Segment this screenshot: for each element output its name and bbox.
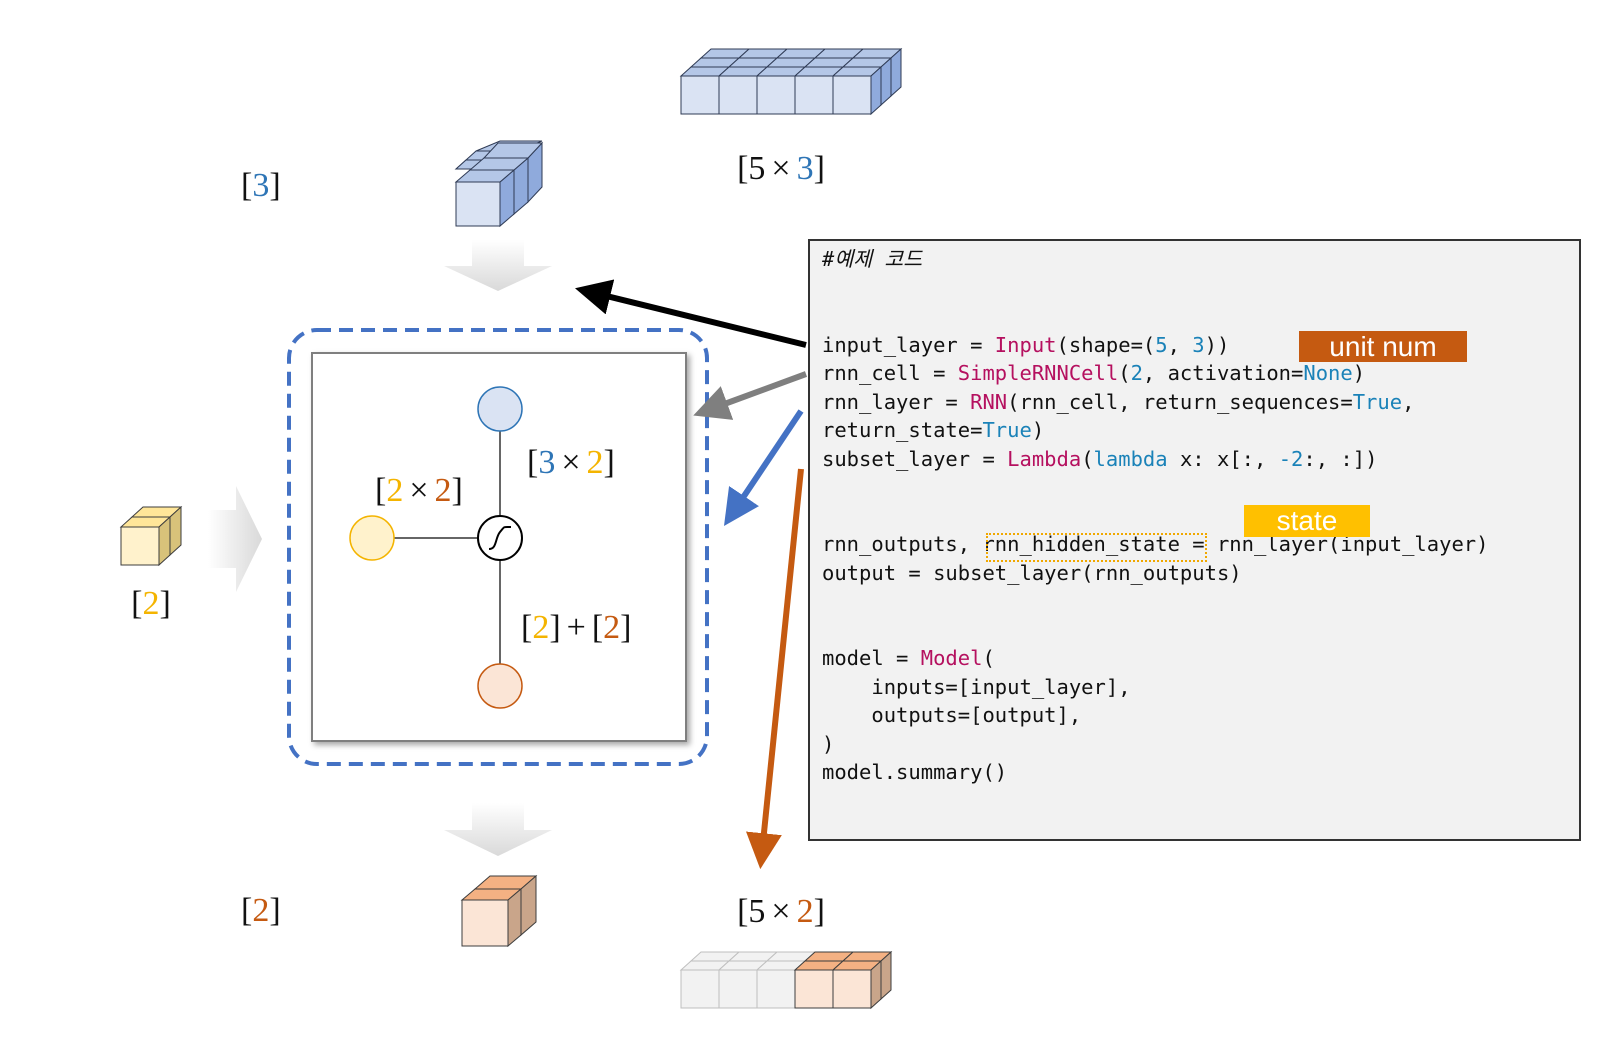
weight-input-label: [3×2] bbox=[527, 444, 615, 481]
code-panel: #예제 코드 input_layer = Input(shape=(5, 3))… bbox=[808, 239, 1581, 841]
arrow-cell-gray bbox=[693, 371, 808, 420]
rnn-cell-dashed-frame bbox=[287, 328, 709, 766]
activation-node bbox=[477, 515, 523, 561]
output-node bbox=[477, 386, 523, 432]
down-arrow-bottom bbox=[444, 803, 552, 856]
per-step-output-cube bbox=[460, 874, 538, 948]
arrow-layer-blue bbox=[723, 409, 804, 526]
unit-num-tag: unit num bbox=[1299, 331, 1467, 362]
code-block: #예제 코드 input_layer = Input(shape=(5, 3))… bbox=[822, 247, 1489, 784]
state-tag: state bbox=[1244, 505, 1370, 537]
per-step-input-cube bbox=[454, 140, 544, 228]
per-step-output-label: [2] bbox=[241, 892, 281, 929]
left-input-label: [2] bbox=[131, 585, 171, 622]
down-arrow-top bbox=[444, 240, 552, 291]
input-tensor-5x3 bbox=[679, 47, 903, 116]
recurrent-input-node bbox=[349, 515, 395, 561]
arrow-output-orange bbox=[746, 468, 804, 870]
weight-recurrent-label: [2×2] bbox=[375, 472, 463, 509]
input-shape-label: [5×3] bbox=[737, 150, 825, 187]
state-highlight-box bbox=[986, 533, 1207, 562]
output-tensor-5x2 bbox=[679, 950, 893, 1010]
activation-curve-icon bbox=[488, 525, 512, 550]
arrow-input-black bbox=[575, 279, 807, 348]
left-input-cube bbox=[119, 505, 183, 567]
input-node bbox=[477, 663, 523, 709]
per-step-input-label: [3] bbox=[241, 167, 281, 204]
output-shape-label: [5×2] bbox=[737, 893, 825, 930]
bias-label: [2]+[2] bbox=[521, 609, 632, 646]
code-comment: #예제 코드 bbox=[822, 247, 923, 271]
right-arrow-left bbox=[208, 486, 262, 592]
